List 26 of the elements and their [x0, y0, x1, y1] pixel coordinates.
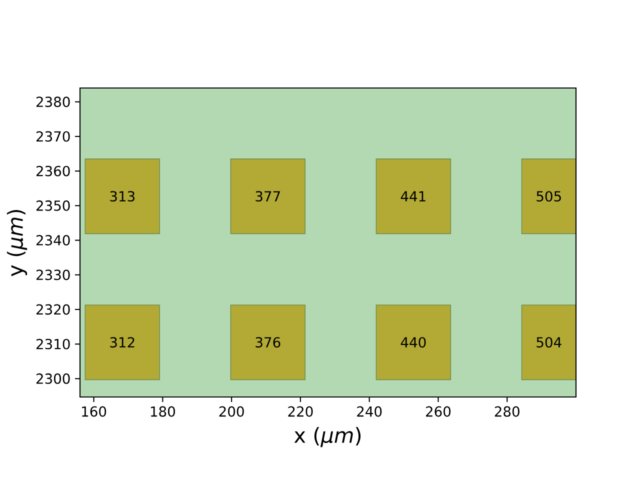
tick-label: 160	[82, 406, 106, 417]
pad-box: 313	[84, 158, 160, 234]
tick-label: 2330	[36, 270, 70, 280]
axis-label: x (μm)	[294, 426, 361, 448]
pad-box: 505	[521, 158, 576, 234]
pad-box: 504	[521, 304, 576, 380]
pad-box: 377	[230, 158, 306, 234]
tick-label: 180	[150, 406, 175, 417]
tick-label: 2370	[36, 131, 70, 142]
pad-box: 440	[376, 304, 452, 380]
tick-label: 2350	[36, 200, 70, 211]
tick-label: 240	[357, 406, 382, 417]
axis-label: y (μm)	[6, 210, 28, 276]
tick-label: 2320	[36, 304, 70, 315]
tick-label: 260	[426, 406, 451, 417]
tick-label: 2360	[36, 166, 70, 176]
tick-label: 280	[494, 406, 520, 417]
tick-label: 2310	[36, 338, 70, 350]
tick-label: 200	[219, 406, 244, 417]
pad-box: 312	[84, 304, 160, 380]
pad-box: 441	[376, 158, 452, 234]
tick-label: 2300	[36, 373, 70, 384]
tick-label: 220	[288, 406, 313, 417]
pad-box: 376	[230, 304, 306, 380]
tick-label: 2380	[36, 96, 70, 108]
tick-label: 2340	[36, 235, 70, 246]
